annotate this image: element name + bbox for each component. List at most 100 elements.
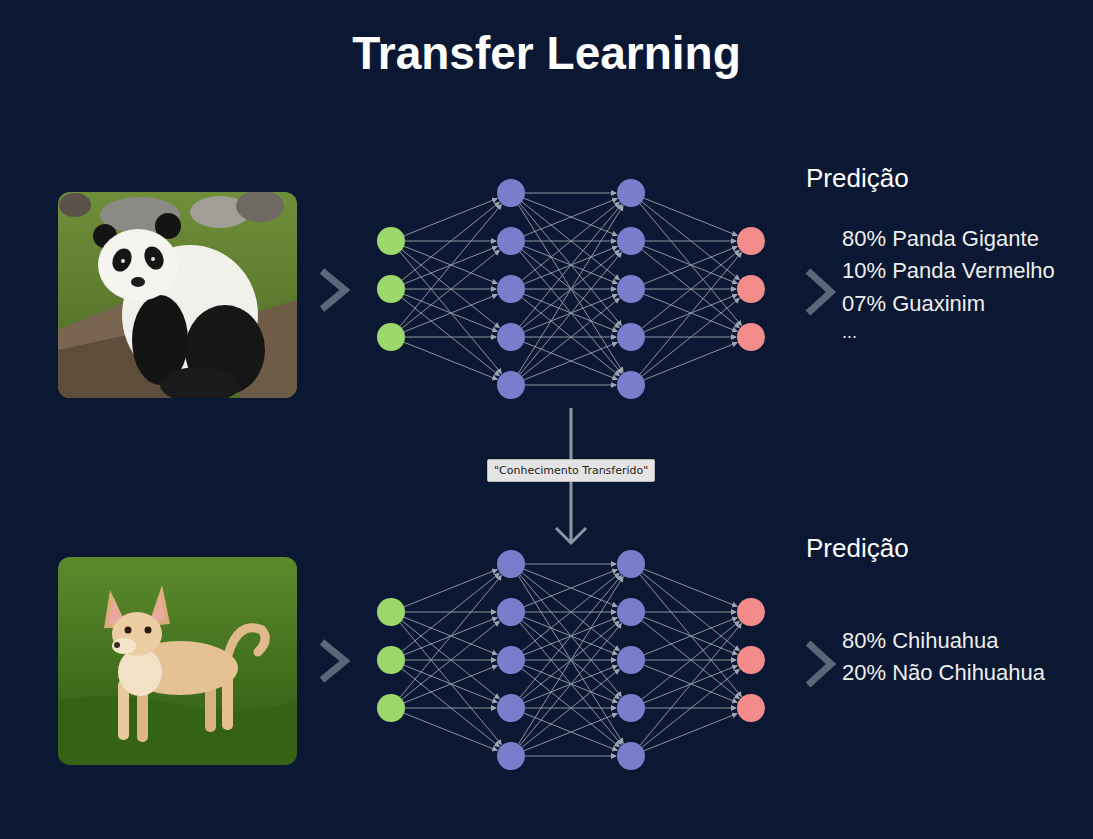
network-link (522, 573, 619, 651)
network-link (518, 576, 623, 743)
hidden-neuron (497, 550, 525, 578)
prediction-heading: Predição (806, 163, 909, 194)
network-link (400, 576, 501, 698)
network-link (644, 569, 737, 606)
prediction-value: 20% Não Chihuahua (842, 660, 1045, 686)
input-neuron (377, 694, 405, 722)
hidden-neuron (617, 179, 645, 207)
network-link (520, 253, 621, 375)
network-link (640, 575, 741, 697)
output-neuron (737, 227, 765, 255)
network-link (404, 199, 497, 236)
network-link (524, 713, 617, 750)
label-box: "Conhecimento Transferido" (487, 459, 655, 482)
network-link (402, 298, 499, 376)
hidden-neuron (617, 742, 645, 770)
network-link (522, 669, 619, 747)
output-neuron (737, 646, 765, 674)
hidden-neuron (497, 646, 525, 674)
prediction-value: 80% Panda Gigante (842, 226, 1039, 252)
hidden-neuron (497, 275, 525, 303)
network-link (524, 199, 617, 236)
network-link (644, 246, 737, 283)
hidden-neuron (617, 227, 645, 255)
network-link (522, 202, 619, 280)
input-neuron (377, 227, 405, 255)
network-link (524, 569, 617, 606)
network-link (525, 193, 616, 194)
prediction-value: 10% Panda Vermelho (842, 258, 1055, 284)
network-link (404, 666, 497, 703)
hidden-neuron (617, 550, 645, 578)
output-neuron (737, 694, 765, 722)
output-neuron (737, 323, 765, 351)
network-link (524, 342, 617, 379)
network-link (522, 298, 619, 376)
network-link (522, 298, 619, 376)
network-link (644, 343, 737, 380)
hidden-neuron (497, 371, 525, 399)
network-link (642, 202, 739, 280)
input-neuron (377, 646, 405, 674)
input-neuron (377, 323, 405, 351)
ellipsis: ... (842, 322, 857, 343)
input-neuron (377, 598, 405, 626)
network-link (644, 198, 737, 235)
hidden-neuron (497, 694, 525, 722)
hidden-neuron (497, 598, 525, 626)
chevron (808, 643, 831, 685)
panda-photo (58, 192, 297, 398)
network-link (522, 573, 619, 651)
network-link (404, 342, 497, 379)
network-link (524, 714, 617, 751)
output-neuron (737, 275, 765, 303)
network-link (402, 621, 499, 699)
output-neuron (737, 598, 765, 626)
network-link (524, 198, 617, 235)
network-link (524, 570, 617, 607)
hidden-neuron (617, 323, 645, 351)
network-link (524, 343, 617, 380)
hidden-neuron (617, 646, 645, 674)
hidden-neuron (497, 179, 525, 207)
network-link (402, 250, 499, 328)
network-link (402, 669, 499, 747)
network-link (525, 385, 616, 386)
network-link (645, 241, 736, 242)
chevron (322, 271, 345, 309)
network-link (522, 202, 619, 280)
network-link (405, 708, 496, 709)
prediction-heading: Predição (806, 533, 909, 564)
neural-networks (377, 179, 765, 770)
arrow-head (556, 528, 586, 543)
network-link (525, 756, 616, 757)
network-link (520, 575, 621, 697)
network-link (640, 253, 741, 375)
network-link (518, 577, 623, 744)
network-link (405, 337, 496, 338)
network-link (404, 665, 497, 702)
hidden-neuron (497, 323, 525, 351)
box-text: "Conhecimento Transferido" (494, 464, 648, 477)
network-link (402, 621, 499, 699)
hidden-neuron (617, 371, 645, 399)
hidden-neuron (617, 275, 645, 303)
hidden-neuron (497, 742, 525, 770)
network-link (522, 669, 619, 747)
network-link (640, 204, 741, 326)
network-link (520, 624, 621, 746)
network-link (644, 247, 737, 284)
network-link (525, 564, 616, 565)
hidden-neuron (617, 598, 645, 626)
network-link (644, 618, 737, 655)
network-link (642, 573, 739, 651)
network-link (404, 570, 497, 607)
prediction-value: 07% Guaxinim (842, 291, 985, 317)
network-link (520, 576, 621, 698)
network-link (642, 621, 739, 699)
diagram-title: Transfer Learning (0, 26, 1093, 80)
network-link (520, 204, 621, 326)
hidden-neuron (617, 694, 645, 722)
